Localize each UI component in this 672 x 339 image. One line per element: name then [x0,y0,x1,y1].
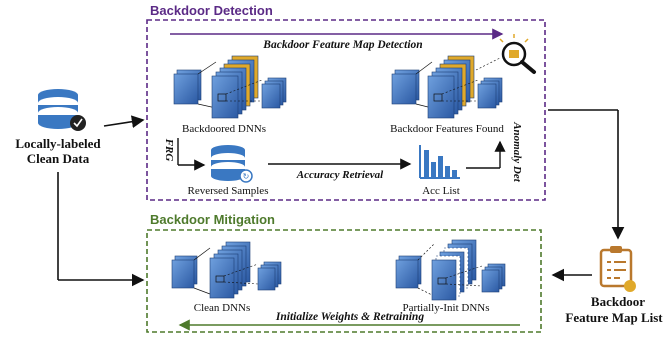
anomaly-det-label: Anomaly Det [511,121,523,183]
detection-section-box [146,19,546,201]
feature-map-list-label-line2: Feature Map List [565,310,663,325]
clean-data-label-line2: Clean Data [27,151,90,166]
acc-list-icon [419,145,460,179]
magnifier-icon [475,34,536,74]
feature-map-list-label-line1: Backdoor [591,294,645,309]
retraining-label: Initialize Weights & Retraining [275,311,424,323]
features-found-label: Backdoor Features Found [390,123,504,135]
reversed-samples-icon: ↻ [211,145,253,183]
acc-list-label: Acc List [422,185,460,197]
detection-section-title: Backdoor Detection [150,3,273,18]
mitigation-section-box [146,229,542,333]
frg-label: FRG [163,138,175,162]
accuracy-retrieval-label: Accuracy Retrieval [296,169,384,181]
partially-init-dnns-icon [395,239,506,301]
backdoored-dnns-label: Backdoored DNNs [182,123,266,135]
partially-init-dnns-label: Partially-Init DNNs [402,302,489,314]
mitigation-section-title: Backdoor Mitigation [150,212,275,227]
data-to-detection-arrow [103,115,145,129]
backdoored-dnns-icon [173,55,287,119]
clean-dnns-label: Clean DNNs [194,302,251,314]
clean-dnns-icon [171,241,282,299]
reversed-samples-label: Reversed Samples [188,185,269,197]
feature-map-list-icon [599,246,636,292]
feature-map-detection-label: Backdoor Feature Map Detection [262,39,422,51]
clean-data-icon [38,89,86,131]
svg-text:↻: ↻ [243,172,250,181]
features-found-icon [391,55,503,119]
clean-data-label-line1: Locally-labeled [15,136,101,151]
